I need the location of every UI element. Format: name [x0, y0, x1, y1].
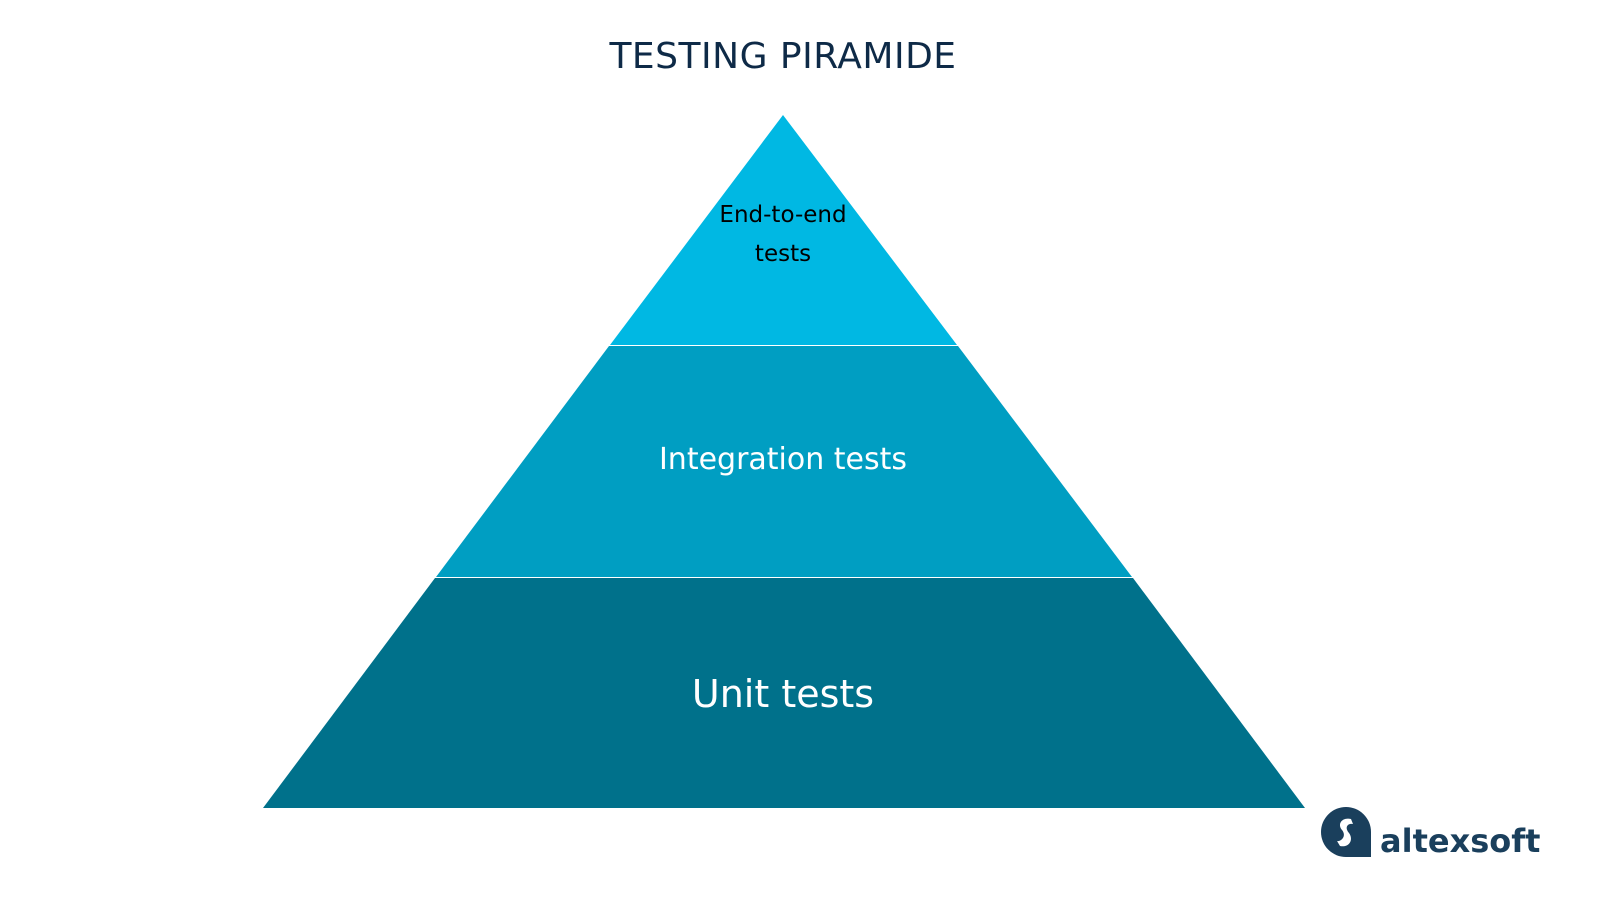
tier-label-unit: Unit tests	[691, 672, 875, 716]
logo-text: altexsoft	[1380, 822, 1541, 860]
diagram-title: TESTING PIRAMIDE	[609, 36, 957, 77]
tier-label-end-to-end: End-to-end tests	[683, 196, 883, 274]
tier-integration	[436, 346, 1132, 577]
altexsoft-logo: altexsoft	[1320, 806, 1541, 860]
tier-label-line: End-to-end	[719, 202, 847, 228]
tier-label-integration: Integration tests	[658, 442, 908, 477]
tier-end-to-end	[610, 115, 957, 345]
tier-label-line: tests	[754, 241, 812, 267]
logo-mark-icon	[1321, 807, 1371, 857]
tier-unit	[263, 578, 1305, 808]
